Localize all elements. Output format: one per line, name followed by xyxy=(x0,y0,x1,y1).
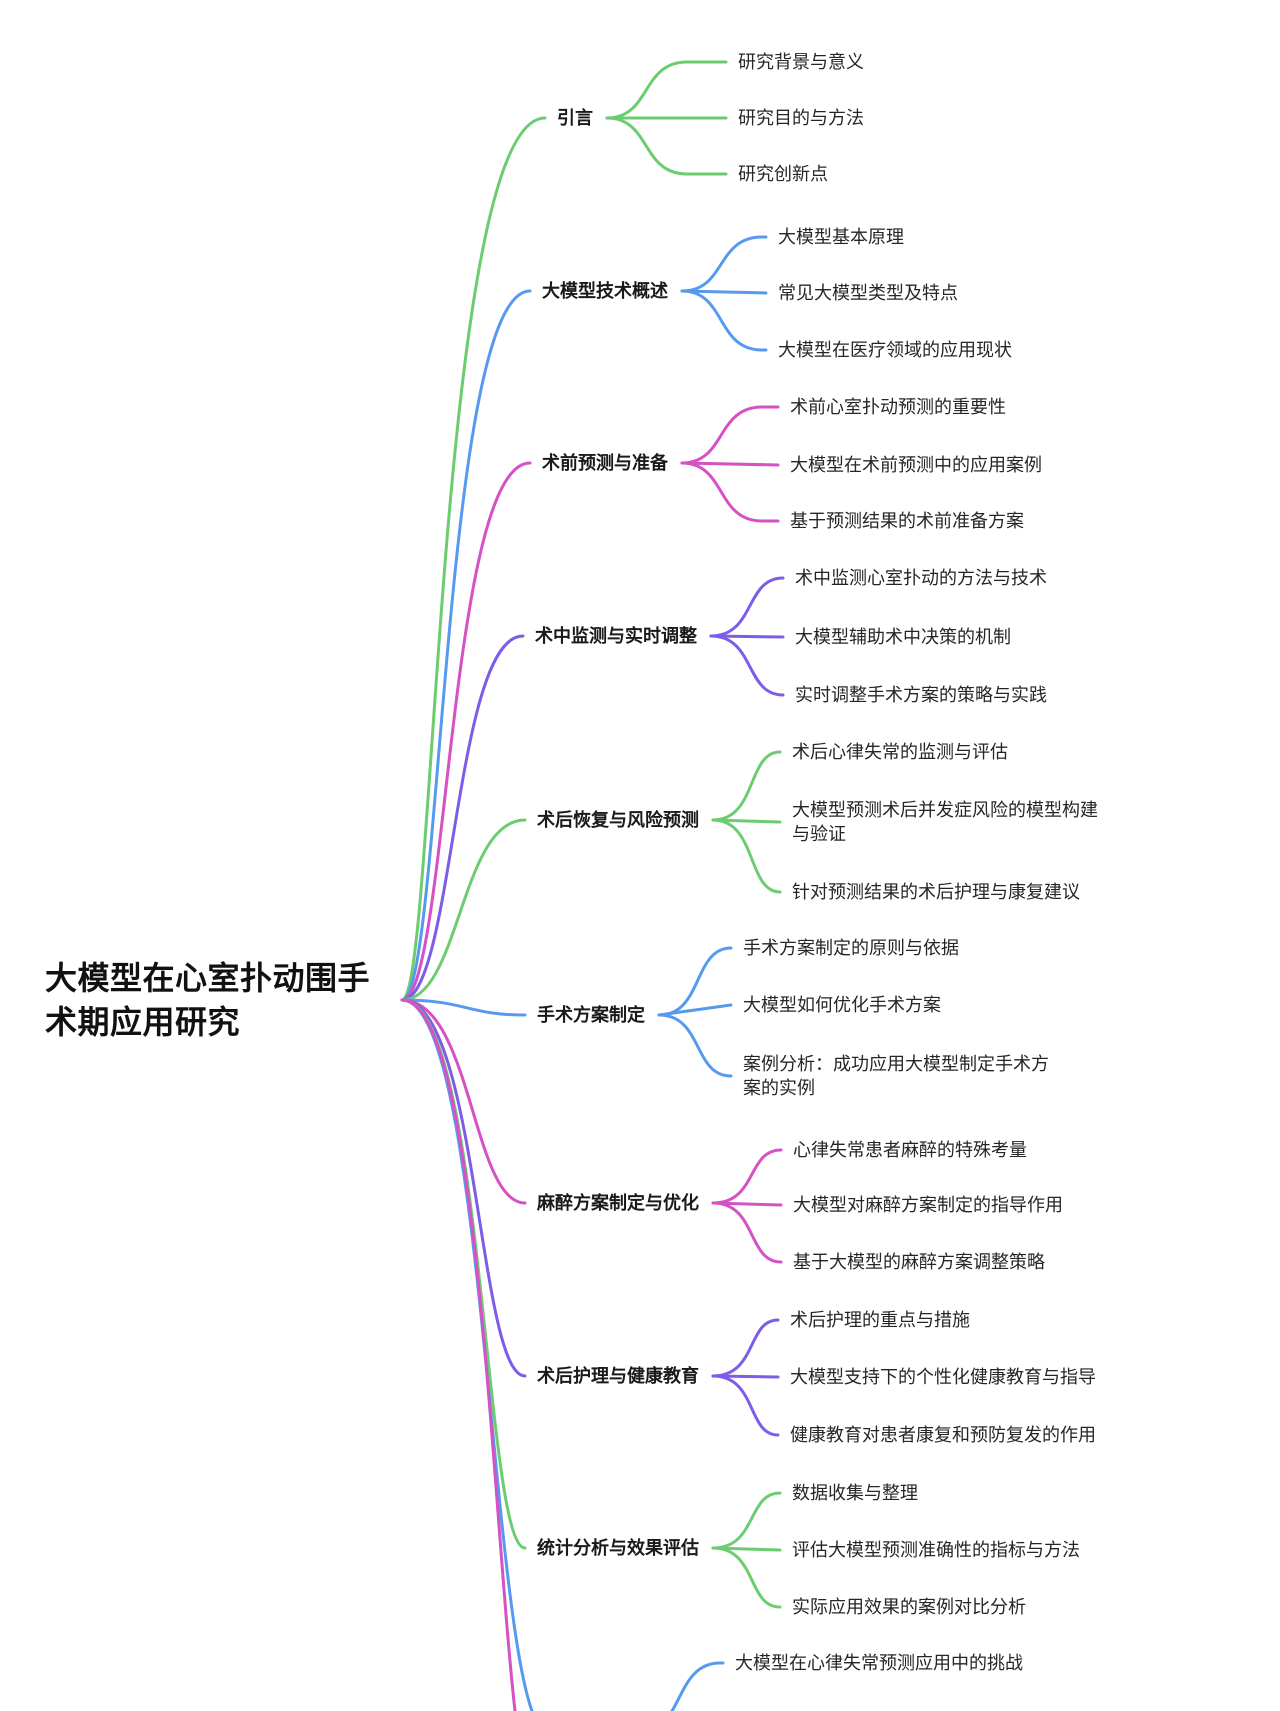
child-node[interactable]: 大模型在医疗领域的应用现状 xyxy=(778,340,1012,360)
child-node[interactable]: 术后心律失常的监测与评估 xyxy=(792,742,1008,762)
connector-line xyxy=(670,1661,725,1711)
connector-line xyxy=(680,235,768,293)
branch-node-6[interactable]: 手术方案制定 xyxy=(537,1005,645,1025)
connector-line xyxy=(400,634,525,1002)
connector-line xyxy=(680,289,768,352)
connector-line xyxy=(711,818,782,894)
connector-line xyxy=(657,1003,733,1017)
connector-line xyxy=(605,116,728,176)
child-node[interactable]: 心律失常患者麻醉的特殊考量 xyxy=(793,1140,1027,1160)
connector-line xyxy=(657,1013,733,1078)
child-node[interactable]: 常见大模型类型及特点 xyxy=(778,283,958,303)
connector-line xyxy=(711,1148,783,1205)
child-node[interactable]: 评估大模型预测准确性的指标与方法 xyxy=(792,1540,1080,1560)
child-node[interactable]: 大模型基本原理 xyxy=(778,227,904,247)
connector-line xyxy=(680,461,780,467)
child-node[interactable]: 术中监测心室扑动的方法与技术 xyxy=(795,568,1047,588)
connector-line xyxy=(657,946,733,1017)
connector-line xyxy=(680,289,768,295)
child-node[interactable]: 大模型在心律失常预测应用中的挑战 xyxy=(735,1653,1023,1673)
connector-line xyxy=(400,116,547,1002)
connector-line xyxy=(400,818,527,1002)
connector-line xyxy=(711,1491,782,1550)
child-node[interactable]: 数据收集与整理 xyxy=(792,1483,918,1503)
child-node[interactable]: 研究目的与方法 xyxy=(738,108,864,128)
child-node[interactable]: 术前心室扑动预测的重要性 xyxy=(790,397,1006,417)
child-node[interactable]: 大模型对麻醉方案制定的指导作用 xyxy=(793,1195,1063,1215)
child-node[interactable]: 术后护理的重点与措施 xyxy=(790,1310,970,1330)
connector-line xyxy=(400,998,517,1711)
branch-node-7[interactable]: 麻醉方案制定与优化 xyxy=(537,1193,699,1213)
connector-line xyxy=(680,461,780,523)
branch-node-2[interactable]: 大模型技术概述 xyxy=(542,281,668,301)
connector-line xyxy=(400,289,532,1002)
connector-line xyxy=(711,1546,782,1609)
connector-line xyxy=(400,998,527,1378)
child-node[interactable]: 健康教育对患者康复和预防复发的作用 xyxy=(790,1425,1096,1445)
connector-line xyxy=(709,576,785,638)
branch-node-1[interactable]: 引言 xyxy=(557,108,593,128)
connector-line xyxy=(709,634,785,697)
branch-node-4[interactable]: 术中监测与实时调整 xyxy=(535,626,697,646)
child-node[interactable]: 基于预测结果的术前准备方案 xyxy=(790,511,1024,531)
child-node[interactable]: 研究创新点 xyxy=(738,164,828,184)
connector-line xyxy=(605,60,728,120)
child-node[interactable]: 实时调整手术方案的策略与实践 xyxy=(795,685,1047,705)
connector-line xyxy=(400,998,534,1711)
branch-node-3[interactable]: 术前预测与准备 xyxy=(542,453,668,473)
branch-node-9[interactable]: 统计分析与效果评估 xyxy=(537,1538,699,1558)
connector-line xyxy=(400,998,527,1205)
child-node[interactable]: 研究背景与意义 xyxy=(738,52,864,72)
child-node[interactable]: 针对预测结果的术后护理与康复建议 xyxy=(792,882,1080,902)
child-node[interactable]: 实际应用效果的案例对比分析 xyxy=(792,1597,1026,1617)
child-node[interactable]: 大模型辅助术中决策的机制 xyxy=(795,627,1011,647)
connector-line xyxy=(711,750,782,822)
child-node[interactable]: 基于大模型的麻醉方案调整策略 xyxy=(793,1252,1045,1272)
child-node[interactable]: 大模型在术前预测中的应用案例 xyxy=(790,455,1042,475)
child-node[interactable]: 案例分析：成功应用大模型制定手术方案的实例 xyxy=(743,1054,1049,1098)
root-node[interactable]: 大模型在心室扑动围手术期应用研究 xyxy=(45,960,371,1040)
branch-node-5[interactable]: 术后恢复与风险预测 xyxy=(537,810,699,830)
connector-line xyxy=(400,461,532,1002)
child-node[interactable]: 大模型如何优化手术方案 xyxy=(743,995,941,1015)
child-node[interactable]: 手术方案制定的原则与依据 xyxy=(743,938,959,958)
connector-line xyxy=(680,405,780,465)
branch-node-8[interactable]: 术后护理与健康教育 xyxy=(537,1366,699,1386)
child-node[interactable]: 大模型支持下的个性化健康教育与指导 xyxy=(790,1367,1096,1387)
child-node[interactable]: 大模型预测术后并发症风险的模型构建与验证 xyxy=(792,800,1098,844)
connector-line xyxy=(711,1201,783,1264)
connector-line xyxy=(711,1374,780,1437)
connector-line xyxy=(711,1318,780,1378)
connector-line xyxy=(400,998,527,1017)
connector-line xyxy=(709,634,785,639)
